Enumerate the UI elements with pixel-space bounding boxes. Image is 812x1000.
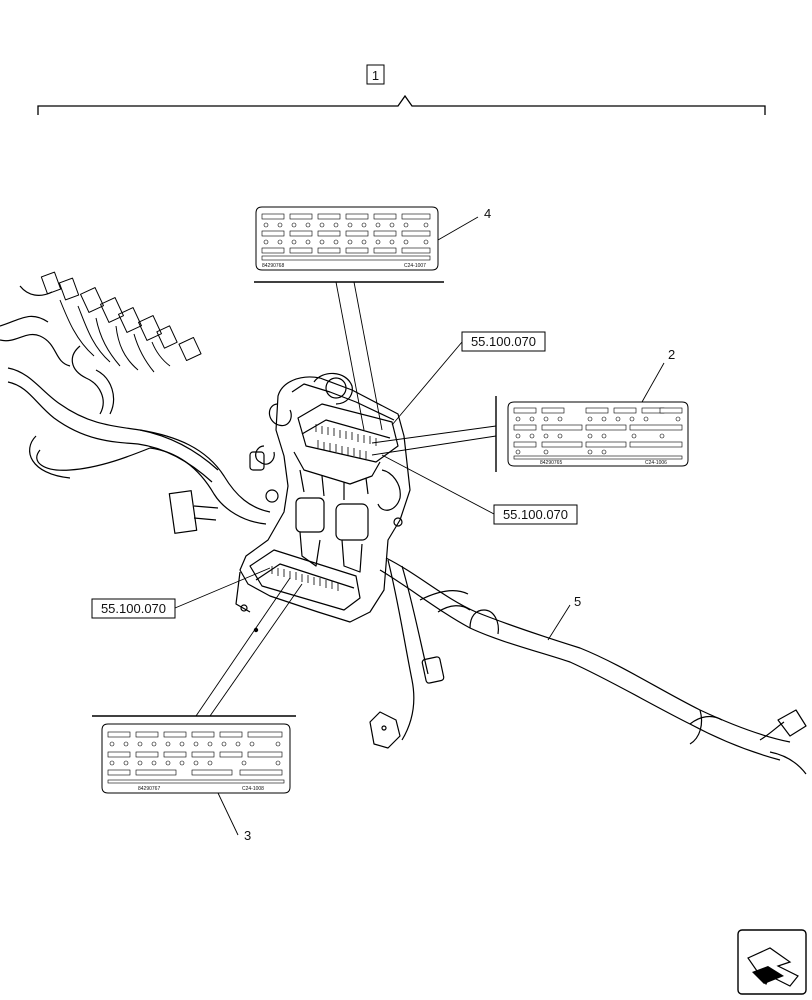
fuse-card-bottom-code: C24-1008 bbox=[242, 786, 264, 792]
assembly-callout-label: 1 bbox=[372, 68, 379, 83]
fuse-card-top-code: C24-1007 bbox=[404, 263, 426, 269]
section-ref-top-label: 55.100.070 bbox=[471, 334, 536, 349]
section-ref-middle-label: 55.100.070 bbox=[503, 507, 568, 522]
fuse-card-bottom: 84290767 C24-1008 bbox=[101, 723, 291, 794]
section-ref-middle: 55.100.070 bbox=[381, 454, 578, 525]
callout-2-label: 2 bbox=[668, 347, 675, 362]
assembly-bracket bbox=[37, 64, 766, 115]
fuse-card-top-part-no: 84290768 bbox=[262, 263, 284, 269]
arrow-navigation-icon[interactable] bbox=[737, 929, 807, 995]
fuse-card-right-code: C24-1006 bbox=[645, 460, 667, 466]
callout-3-label: 3 bbox=[244, 828, 251, 843]
fuse-card-right: 84290765 C24-1006 bbox=[507, 401, 689, 467]
fuse-card-bottom-part-no: 84290767 bbox=[138, 786, 160, 792]
callout-4-label: 4 bbox=[484, 206, 491, 221]
fuse-card-top: 84290768 C24-1007 bbox=[255, 206, 439, 271]
section-ref-bottom: 55.100.070 bbox=[91, 567, 271, 619]
fuse-card-right-part-no: 84290765 bbox=[540, 460, 562, 466]
wiring-harness bbox=[0, 271, 807, 775]
section-ref-top: 55.100.070 bbox=[391, 331, 546, 426]
section-ref-bottom-label: 55.100.070 bbox=[101, 601, 166, 616]
callout-5-label: 5 bbox=[574, 594, 581, 609]
